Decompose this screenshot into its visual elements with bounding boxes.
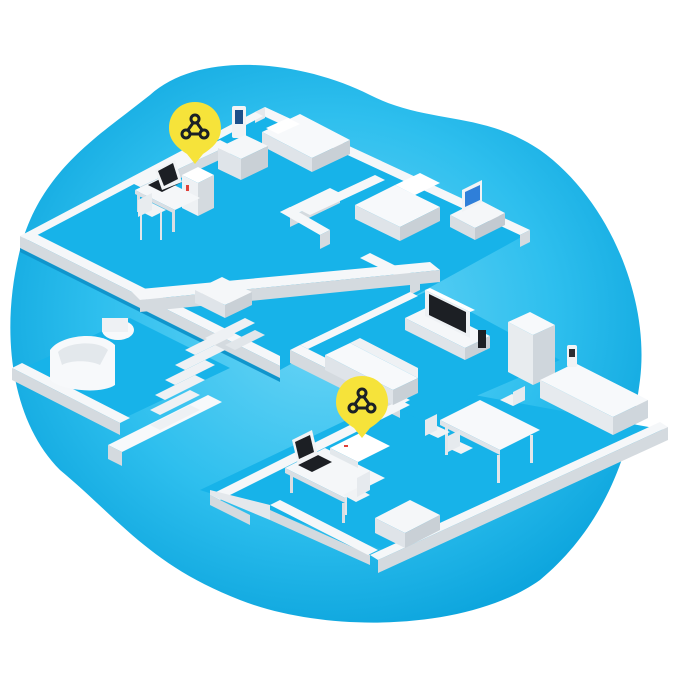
wall — [300, 175, 385, 215]
bed — [262, 114, 350, 172]
low-cabinet — [375, 500, 440, 548]
tv — [425, 288, 486, 348]
laptop — [292, 430, 332, 472]
dresser — [218, 135, 268, 180]
dining-table — [440, 400, 540, 483]
chair — [425, 414, 450, 438]
wall — [300, 292, 418, 349]
chair — [448, 430, 473, 454]
toilet — [102, 318, 134, 340]
router — [182, 167, 214, 216]
staircase — [108, 318, 265, 466]
bathtub — [50, 335, 115, 391]
mesh-network-pin-icon[interactable] — [336, 376, 388, 438]
wall-phone — [567, 345, 577, 367]
chair — [500, 386, 525, 406]
fridge — [508, 312, 555, 385]
wall — [12, 363, 130, 423]
wall — [280, 207, 330, 235]
router — [330, 432, 390, 468]
wall-phone — [232, 106, 246, 138]
chair — [343, 471, 370, 515]
cabinet-with-monitor — [450, 180, 505, 240]
wall — [370, 422, 668, 560]
wall — [270, 510, 370, 565]
bathroom-cabinet — [195, 277, 252, 318]
left-rooms — [12, 277, 265, 466]
kitchen-counter — [540, 363, 648, 435]
bed — [355, 173, 440, 241]
chair — [138, 193, 166, 240]
laptop — [148, 160, 182, 192]
wall — [280, 188, 340, 217]
mesh-network-pin-icon[interactable] — [169, 102, 221, 164]
